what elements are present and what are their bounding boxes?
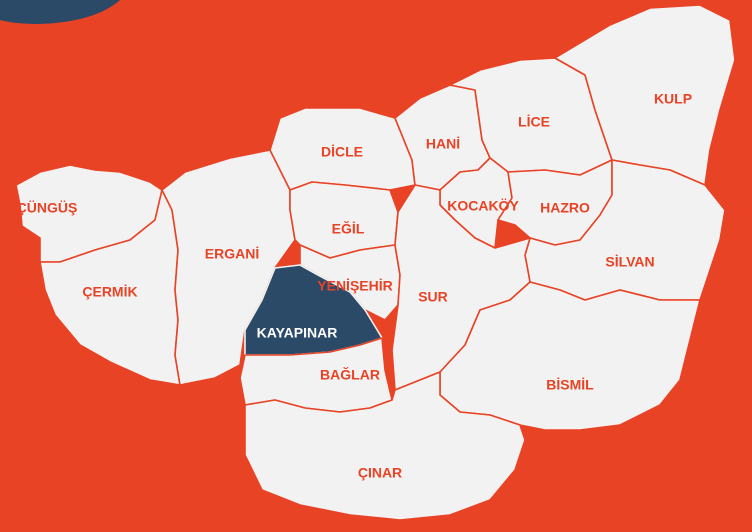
label-ergani: ERGANİ bbox=[205, 246, 259, 262]
label-dicle: DİCLE bbox=[321, 144, 363, 160]
district-kulp[interactable] bbox=[554, 4, 736, 186]
label-cinar: ÇINAR bbox=[358, 465, 402, 481]
corner-badge bbox=[0, 0, 120, 24]
label-bismil: BİSMİL bbox=[546, 377, 594, 393]
label-silvan: SİLVAN bbox=[605, 254, 654, 270]
label-kayapinar: KAYAPINAR bbox=[257, 325, 338, 341]
label-yenisehir: YENİŞEHİR bbox=[317, 278, 392, 294]
district-cinar[interactable] bbox=[244, 371, 526, 521]
label-cermik: ÇERMİK bbox=[82, 284, 137, 300]
label-hani: HANİ bbox=[426, 136, 460, 152]
label-cungus: ÇÜNGÜŞ bbox=[17, 200, 78, 216]
label-kulp: KULP bbox=[654, 91, 692, 107]
label-hazro: HAZRO bbox=[540, 200, 590, 216]
label-kocakoy: KOCAKÖY bbox=[447, 198, 519, 214]
label-egil: EĞİL bbox=[332, 220, 365, 237]
label-baglar: BAĞLAR bbox=[320, 366, 380, 383]
label-lice: LİCE bbox=[518, 114, 550, 130]
label-sur: SUR bbox=[418, 289, 448, 305]
